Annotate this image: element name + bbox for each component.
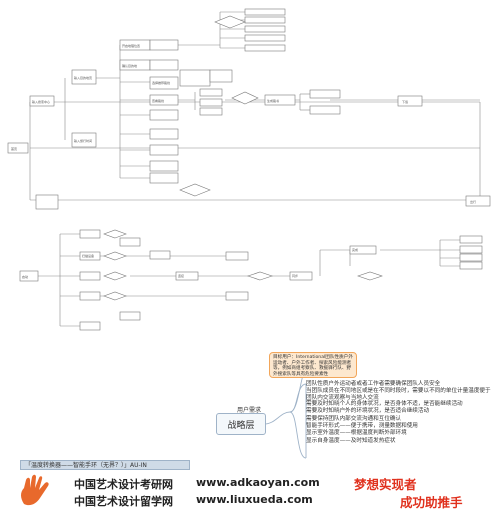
footer-watermark: 中国艺术设计考研网 www.adkaoyan.com 中国艺术设计留学网 www… — [0, 471, 500, 512]
flow2-node-m5: 完成 — [352, 247, 358, 252]
flow1-node-b1: 开启地理位置 — [122, 43, 140, 48]
strategy-node: 战略层 — [216, 413, 266, 435]
flowchart-mid: 启动 扫描设备 连接 同步 完成 — [19, 229, 483, 331]
flow2-node-m4: 同步 — [292, 273, 298, 278]
flow1-node-b4: 查看路线 — [152, 98, 164, 103]
requirement-item: 显示自身温度——及时知道发热症状 — [306, 437, 396, 444]
requirement-item: 需要及时知晓个人的身体状况，是否身体不适，是否能继续活动 — [306, 400, 463, 407]
flow2-node-m1: 启动 — [22, 274, 28, 279]
footer-site-name-1: 中国艺术设计考研网 — [74, 478, 173, 491]
flow1-node-c2: 下载 — [402, 99, 408, 104]
footer-slogan-2: 成功助推手 — [400, 495, 463, 510]
flow1-node-end: 出行 — [470, 199, 476, 204]
requirement-item: 显示室外温度——根据温度判断外部环境 — [306, 430, 407, 437]
footer-site-url-1[interactable]: www.adkaoyan.com — [196, 476, 320, 489]
flow1-node-start: 首页 — [11, 146, 17, 151]
footer-site-url-2[interactable]: www.liuxueda.com — [196, 493, 313, 506]
hand-logo-icon — [21, 474, 49, 506]
flow1-node-a3: 输入旅行时间 — [74, 138, 92, 143]
flow1-node-b3: 选择推荐路线 — [152, 80, 170, 85]
requirement-item: 需要保持团队内部交流沟通和互位确认 — [306, 415, 402, 422]
project-title-bar: 「温度转换器——智能手环（无界？）」AU-IN — [20, 460, 190, 470]
requirements-list: 团队性质户外运动者或者工作者需要确保团队人员安全 当团队成员在不同地区或是在不同… — [306, 381, 496, 445]
flow2-node-m3: 连接 — [178, 273, 184, 278]
flow1-node-a1: 输入搜索中心 — [32, 99, 50, 104]
requirement-item: 需要及时知晓户外的环境状况，是否适合继续活动 — [306, 408, 430, 415]
flow1-node-c1: 生成路书 — [267, 98, 279, 103]
requirement-item: 智能手环形式——便于携带，测量数据和使用 — [306, 423, 418, 430]
flow1-node-a2: 输入目的地页 — [74, 75, 92, 80]
flow2-node-m2: 扫描设备 — [82, 253, 94, 258]
requirement-item: 当团队成员在不同地区或是在不同时段时，需要以不同的单位计量温度便于团队内交流观察… — [306, 388, 491, 401]
footer-slogan-1: 梦想实现者 — [354, 477, 417, 492]
footer-site-name-2: 中国艺术设计留学网 — [74, 495, 173, 508]
target-user-callout: 目标用户：International团队性质户外运动者、户外工作者、探索风险能测… — [269, 352, 357, 378]
requirement-item: 团队性质户外运动者或者工作者需要确保团队人员安全 — [306, 381, 441, 387]
user-need-node: 用户需求 — [237, 407, 262, 414]
flow1-node-b2: 确认目的地 — [122, 63, 137, 68]
flowchart-top: 首页 输入搜索中心 输入目的地页 输入旅行时间 开启地理位置 确认目的地 选择推… — [7, 8, 491, 210]
